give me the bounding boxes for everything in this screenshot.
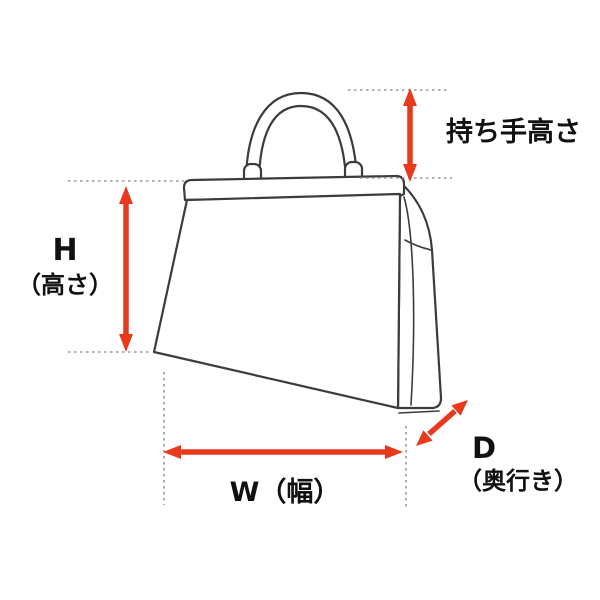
- width-arrow: [163, 445, 403, 459]
- gusset-dart-line: [404, 239, 432, 251]
- height-label: H （高さ）: [5, 232, 125, 300]
- guide-lines: [68, 89, 452, 510]
- depth-label-name: （奥行き）: [458, 467, 578, 496]
- gusset-fold-line: [403, 196, 415, 406]
- depth-label-letter: D: [472, 431, 497, 465]
- height-label-name: （高さ）: [17, 270, 113, 299]
- bag-base-line: [398, 410, 440, 414]
- bag-top-frame: [182, 174, 406, 202]
- depth-arrow: [416, 400, 468, 446]
- bag-side-gusset: [396, 182, 443, 410]
- height-arrow: [119, 186, 133, 352]
- width-label: W（幅）: [229, 477, 341, 508]
- depth-label: D （奥行き）: [458, 430, 578, 496]
- handle-height-label: 持ち手高さ: [446, 117, 581, 148]
- height-label-letter: H: [52, 233, 78, 268]
- handle-height-arrow: [403, 88, 417, 182]
- bag-illustration: [152, 91, 443, 414]
- measurement-arrows: [119, 88, 468, 459]
- bag-handle: [244, 91, 359, 182]
- bag-front-panel: [152, 192, 402, 410]
